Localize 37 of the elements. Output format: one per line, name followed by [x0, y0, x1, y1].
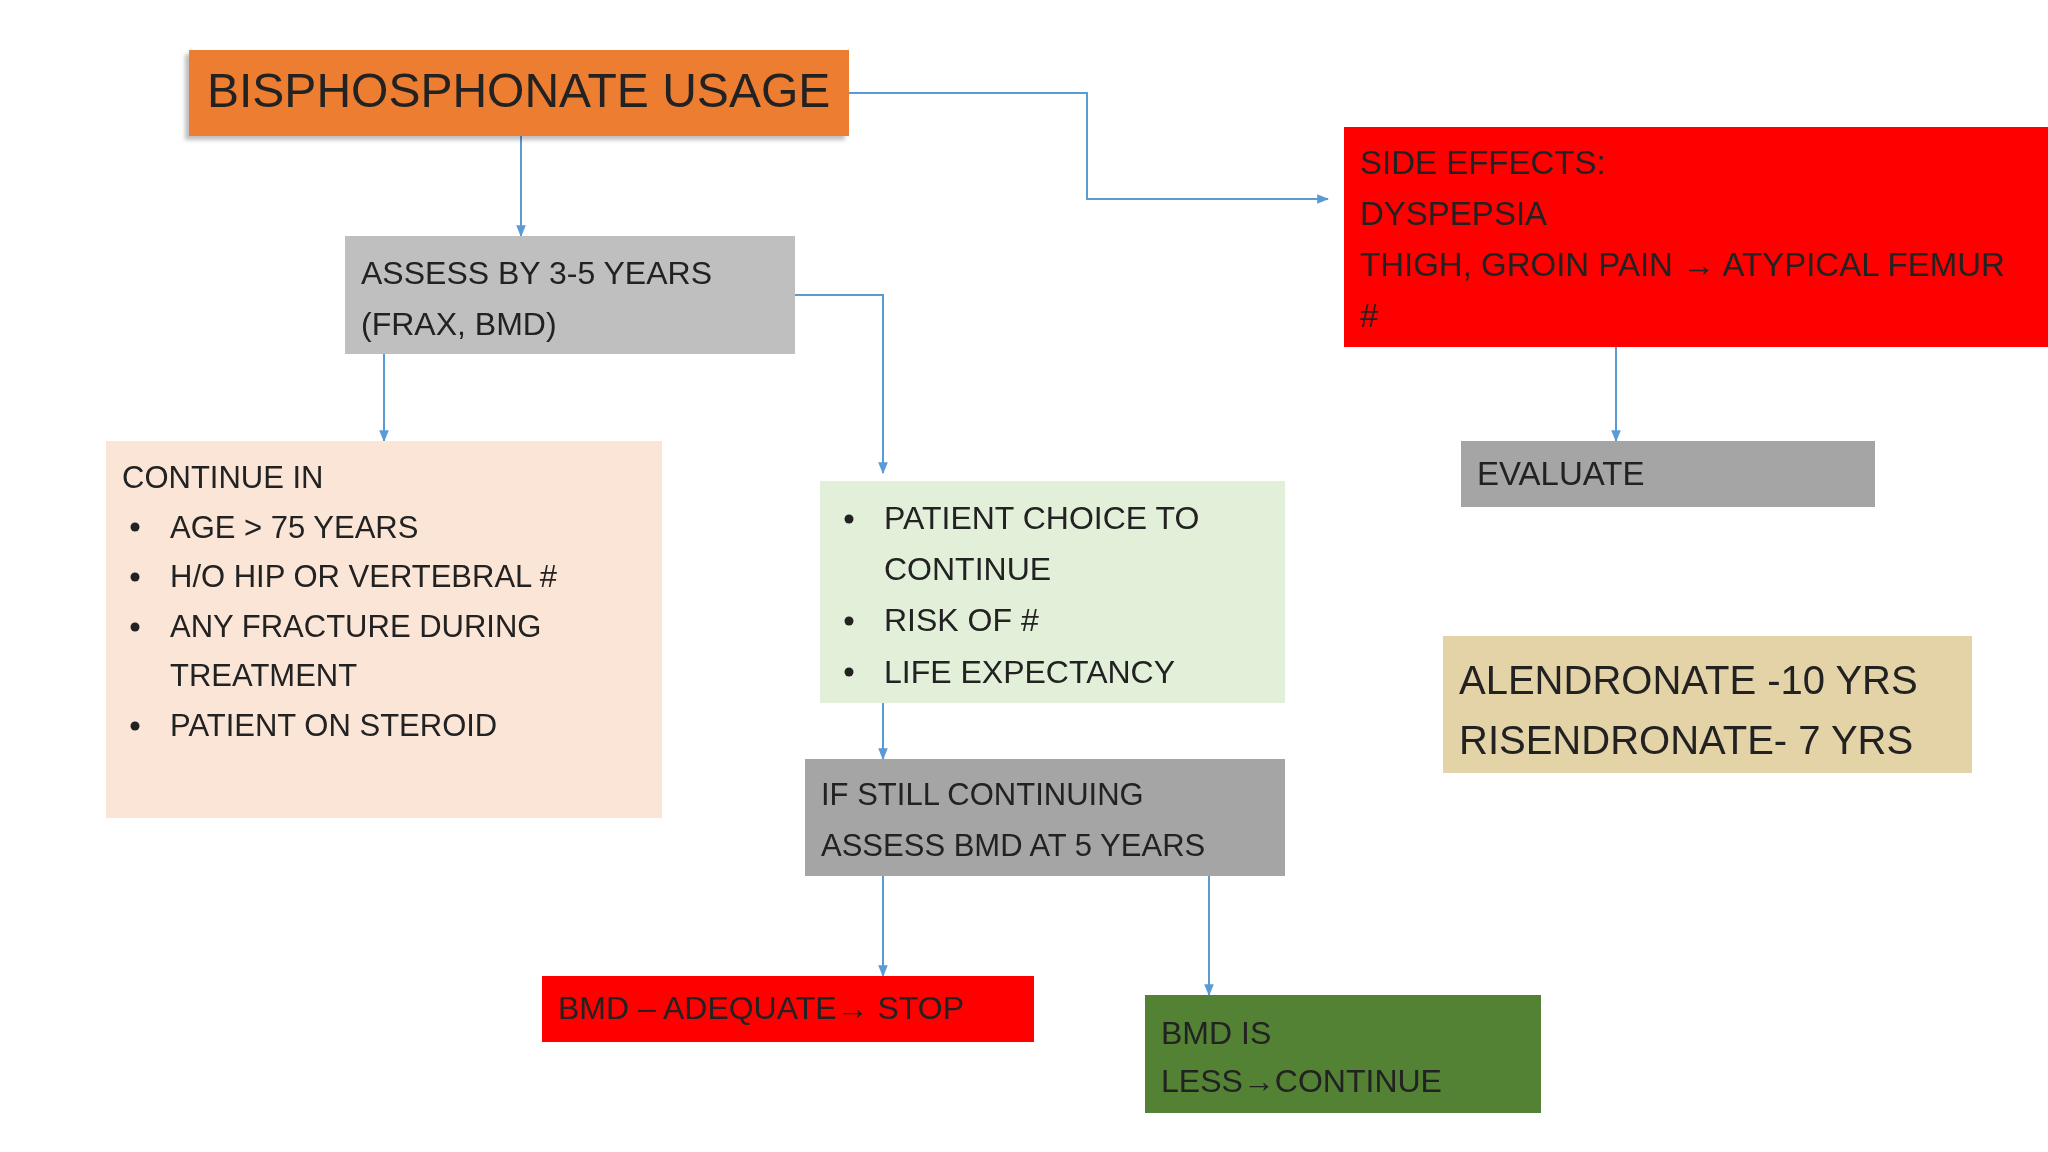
stop-box [542, 976, 1034, 1042]
reassessment-box [805, 759, 1285, 876]
box-text: BMD IS LESS→CONTINUE [1161, 1014, 1443, 1101]
duration-note-box [1443, 636, 1972, 773]
box-text: IF STILL CONTINUING ASSESS BMD AT 5 YEARS [821, 776, 1207, 866]
box-text: ASSESS BY 3-5 YEARS (FRAX, BMD) [361, 254, 713, 345]
box-text: ALENDRONATE -10 YRS [1459, 657, 1919, 704]
connector-arrow [878, 875, 888, 978]
bullet-item: ANY FRACTURE DURING TREATMENT [170, 608, 542, 694]
connector-arrow [878, 702, 888, 761]
box-text: EVALUATE [1477, 454, 1646, 494]
title-box [189, 50, 849, 136]
factors-box [820, 481, 1285, 703]
box-text: BISPHOSPHONATE USAGE [207, 63, 831, 119]
bullet-item: RISK OF # [884, 602, 1039, 639]
bullet-item: PATIENT CHOICE TO CONTINUE [884, 500, 1200, 588]
assessment-box [345, 236, 795, 354]
bullet-item: PATIENT ON STEROID [170, 707, 498, 743]
bullet-item: LIFE EXPECTANCY [884, 653, 1176, 690]
connector-arrow [794, 294, 888, 475]
list-heading: CONTINUE IN [122, 459, 325, 497]
side-effects-box [1344, 127, 2048, 347]
box-text: SIDE EFFECTS: [1360, 143, 1607, 183]
connector-arrow [1204, 875, 1214, 997]
box-text: THIGH, GROIN PAIN → ATYPICAL FEMUR # [1360, 245, 2006, 337]
connector-arrow [848, 92, 1330, 204]
box-text: RISENDRONATE- 7 YRS [1459, 717, 1915, 764]
connector-arrow [1611, 346, 1621, 443]
connector-arrow [516, 135, 526, 238]
connector-arrow [379, 353, 389, 443]
criteria-box [106, 441, 662, 818]
continue-box [1145, 995, 1541, 1113]
box-text: BMD – ADEQUATE→ STOP [558, 989, 965, 1028]
evaluate-box [1461, 441, 1875, 507]
bullet-item: H/O HIP OR VERTEBRAL # [170, 559, 558, 595]
box-text: DYSPEPSIA [1360, 194, 1549, 235]
bullet-item: AGE > 75 YEARS [170, 509, 419, 545]
